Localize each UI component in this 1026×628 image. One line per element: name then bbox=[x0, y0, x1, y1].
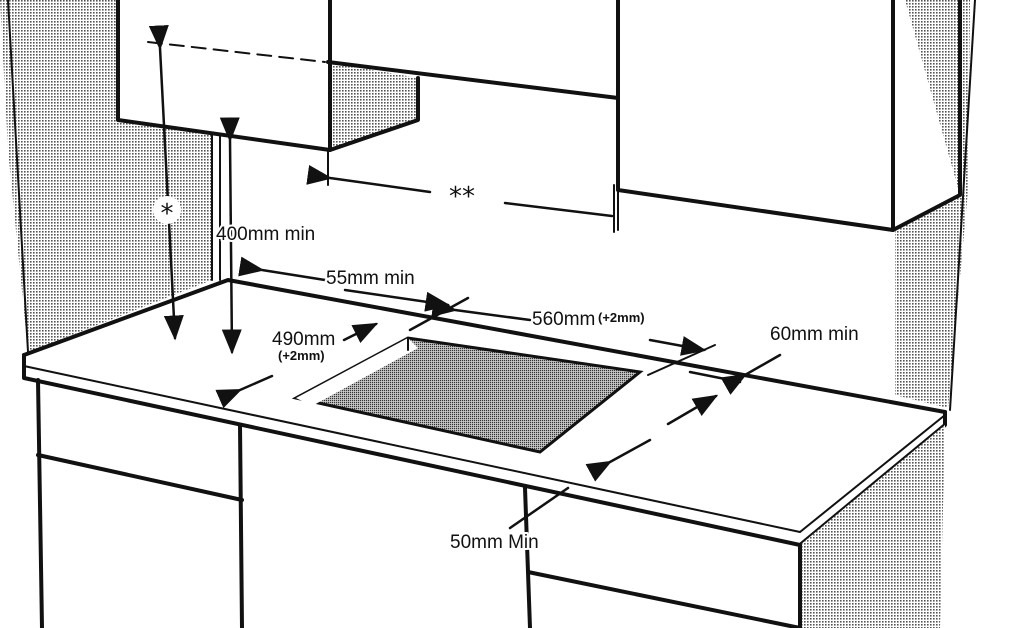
label-560mm-tolerance: (+2mm) bbox=[598, 310, 645, 325]
svg-text:*: * bbox=[161, 199, 174, 229]
base-cabinets bbox=[36, 378, 802, 628]
label-55mm-min: 55mm min bbox=[326, 268, 415, 289]
back-wall-right bbox=[895, 0, 970, 408]
label-490mm-tolerance: (+2mm) bbox=[278, 348, 325, 363]
label-50mm-min: 50mm Min bbox=[450, 532, 539, 553]
double-star-label: ** bbox=[449, 182, 475, 212]
dimension-lines bbox=[147, 25, 782, 530]
label-400mm-min: 400mm min bbox=[216, 224, 315, 245]
wall-cabinet-right bbox=[616, 0, 962, 232]
wall-edge-left bbox=[7, 0, 29, 353]
label-490mm: 490mm bbox=[272, 329, 335, 350]
label-560mm: 560mm bbox=[532, 309, 595, 330]
hob-cutout bbox=[291, 336, 644, 454]
label-60mm-min: 60mm min bbox=[770, 324, 859, 345]
star-label: * bbox=[153, 196, 181, 229]
wall-edge-right bbox=[949, 0, 976, 411]
